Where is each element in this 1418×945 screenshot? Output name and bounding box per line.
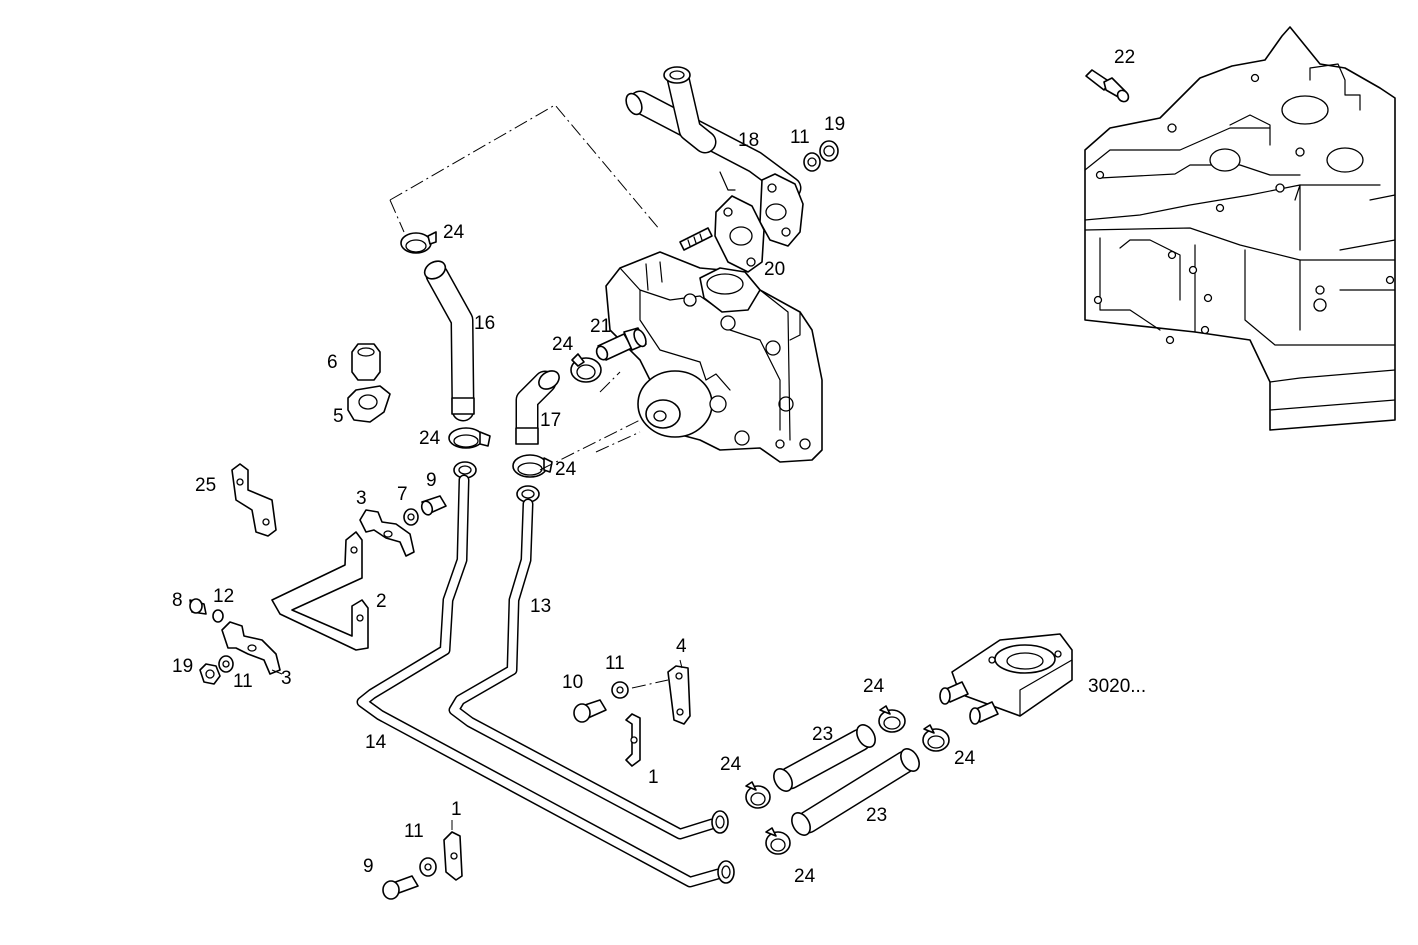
callout-18: 18 [738,130,760,151]
clip-4 [667,665,691,725]
water-pump [605,251,823,463]
clamp-24-pump [570,353,602,383]
washer-7 [403,508,419,526]
callout-23: 23 [866,805,888,826]
clip-1-bottom [443,831,463,881]
callout-24: 24 [419,428,441,449]
bracket-2 [271,531,369,651]
callout-9: 9 [426,470,437,491]
callout-24: 24 [443,222,465,243]
hose-23-lower [791,748,920,836]
clamp-24-h23c [878,705,906,733]
outlet-pipe-18 [625,66,804,247]
clamp-24-h23b [765,827,791,855]
callout-7: 7 [397,484,408,505]
washer-12 [212,609,224,623]
leader-3b [271,669,283,675]
callout-14: 14 [365,732,387,753]
fitting-21 [595,327,647,361]
callout-8: 8 [172,590,183,611]
bushing-6 [351,343,381,381]
bracket-25 [231,463,277,537]
centerline-hose16-vertical [389,199,405,233]
callout-20: 20 [764,259,786,280]
clamp-24-top [400,231,437,254]
clamp-24-hose17 [512,454,553,478]
callout-11: 11 [233,671,253,692]
centerline-hose16 [389,104,661,231]
bolt-9-top [420,495,447,516]
callout-24: 24 [954,748,976,769]
callout-4: 4 [676,636,687,657]
callout-19: 19 [824,114,846,135]
gasket-20 [679,195,765,273]
callout-2: 2 [376,591,387,612]
clamp-24-hose16 [448,427,491,449]
callout-11: 11 [404,821,424,842]
callout-11: 11 [790,127,810,148]
callout-24: 24 [720,754,742,775]
nut-19-left [199,663,221,685]
leader-4 [679,659,683,669]
clip-1-mid [625,713,641,767]
callout-3020: 3020... [1088,676,1147,697]
callout-24: 24 [863,676,885,697]
callout-11: 11 [605,653,625,674]
centerline-hose17 [539,419,641,471]
callout-23: 23 [812,724,834,745]
clip-5 [347,385,391,423]
clamp-3-upper [359,509,415,557]
engine-block [1084,26,1396,431]
callout-5: 5 [333,406,344,427]
washer-11-bottom [419,857,437,877]
callout-22: 22 [1114,47,1136,68]
callout-24: 24 [555,459,577,480]
clamp-24-h23a [745,781,771,809]
hose-16 [423,260,475,422]
washer-11-mid [611,681,629,699]
callout-3: 3 [281,668,292,689]
clamp-3-lower [221,621,281,675]
callout-13: 13 [530,596,552,617]
pipe-14 [356,474,735,888]
pipe-13 [448,498,729,840]
callout-19: 19 [172,656,194,677]
centerline-pump-2 [595,431,641,453]
centerline-pump [599,371,621,393]
callout-24: 24 [794,866,816,887]
callout-10: 10 [562,672,584,693]
washer-11-left [218,655,234,673]
callout-1: 1 [648,767,659,788]
hose-23-upper [773,724,876,792]
olive-pipe13 [516,485,540,503]
washer-11-top [803,152,821,172]
callout-1: 1 [451,799,462,820]
callout-12: 12 [213,586,235,607]
bolt-9-bottom [382,875,419,900]
callout-3: 3 [356,488,367,509]
callout-21: 21 [590,316,612,337]
callout-17: 17 [540,410,562,431]
callout-6: 6 [327,352,338,373]
callout-16: 16 [474,313,496,334]
nut-19-top [819,140,839,162]
clamp-24-h23d [922,724,950,752]
bolt-8 [189,598,207,615]
bolt-10 [573,699,607,723]
callout-24: 24 [552,334,574,355]
centerline-clip4 [631,679,669,689]
hose-17 [515,370,560,445]
oil-cooler-housing [939,633,1073,725]
callout-25: 25 [195,475,217,496]
callout-9: 9 [363,856,374,877]
connector-22 [1085,69,1130,103]
